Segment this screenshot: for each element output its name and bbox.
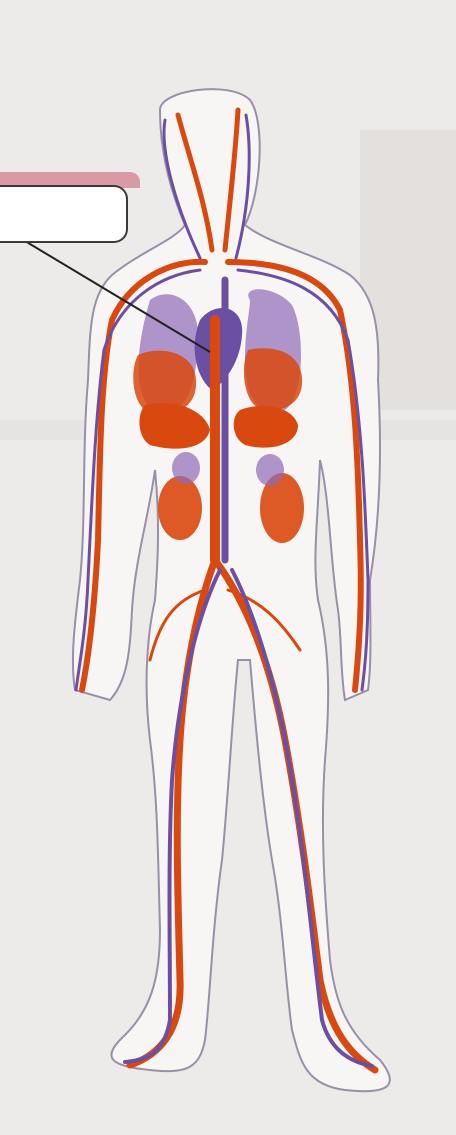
right-kidney-top — [256, 454, 284, 486]
left-kidney-top — [172, 452, 200, 484]
heart-label-box — [0, 185, 128, 243]
left-kidney — [158, 476, 202, 540]
